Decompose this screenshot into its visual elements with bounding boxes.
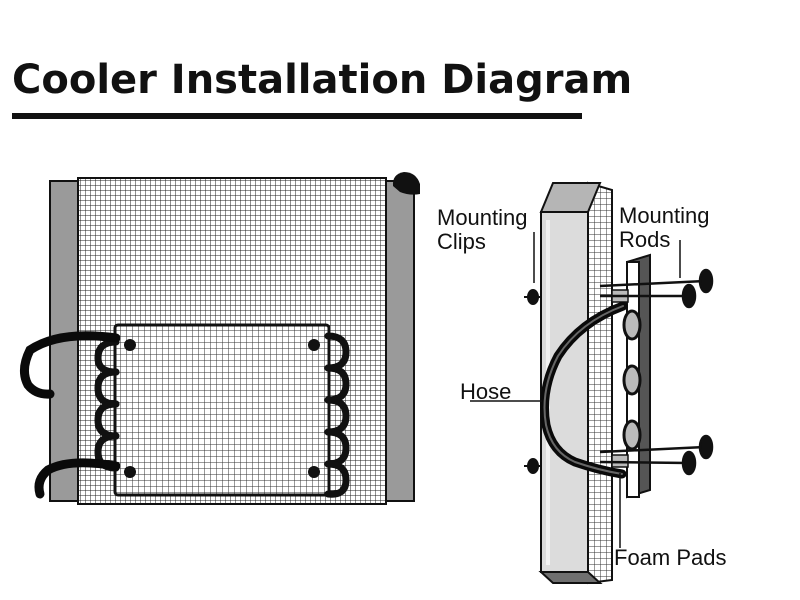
leader-lines (470, 232, 681, 548)
side-coil (622, 309, 642, 341)
label-mounting-rods-line1: Mounting (619, 203, 710, 228)
label-mounting-rods-line2: Rods (619, 227, 671, 252)
cooler-mount-point (308, 466, 320, 478)
front-hose-upper (20, 331, 121, 399)
label-hose: Hose (460, 379, 512, 404)
cooler-mount-point (124, 466, 136, 478)
label-mounting-clips-line1: Mounting (437, 205, 528, 230)
side-view-radiator (538, 181, 613, 585)
side-coil (622, 419, 642, 451)
label-foam-pads: Foam Pads (614, 545, 727, 570)
front-hose-lower (34, 458, 121, 499)
diagram-title: Cooler Installation Diagram (12, 57, 633, 103)
title-underline (12, 113, 582, 119)
label-mounting-rods: Mounting Rods (619, 204, 710, 252)
label-mounting-clips-line2: Clips (437, 229, 486, 254)
side-coil (622, 364, 642, 396)
side-radiator-core (587, 181, 613, 585)
side-radiator-bottom (538, 571, 603, 584)
radiator-right-tank (385, 180, 415, 502)
radiator-cap (392, 172, 420, 195)
cooler-coil-right (324, 460, 350, 498)
cooler-core (113, 323, 331, 497)
side-radiator-top (539, 182, 602, 213)
cooler-mount-point (308, 339, 320, 351)
front-view-cooler (20, 323, 350, 499)
side-view-cooler (524, 253, 714, 499)
label-mounting-clips: Mounting Clips (437, 206, 528, 254)
cooler-mount-point (124, 339, 136, 351)
